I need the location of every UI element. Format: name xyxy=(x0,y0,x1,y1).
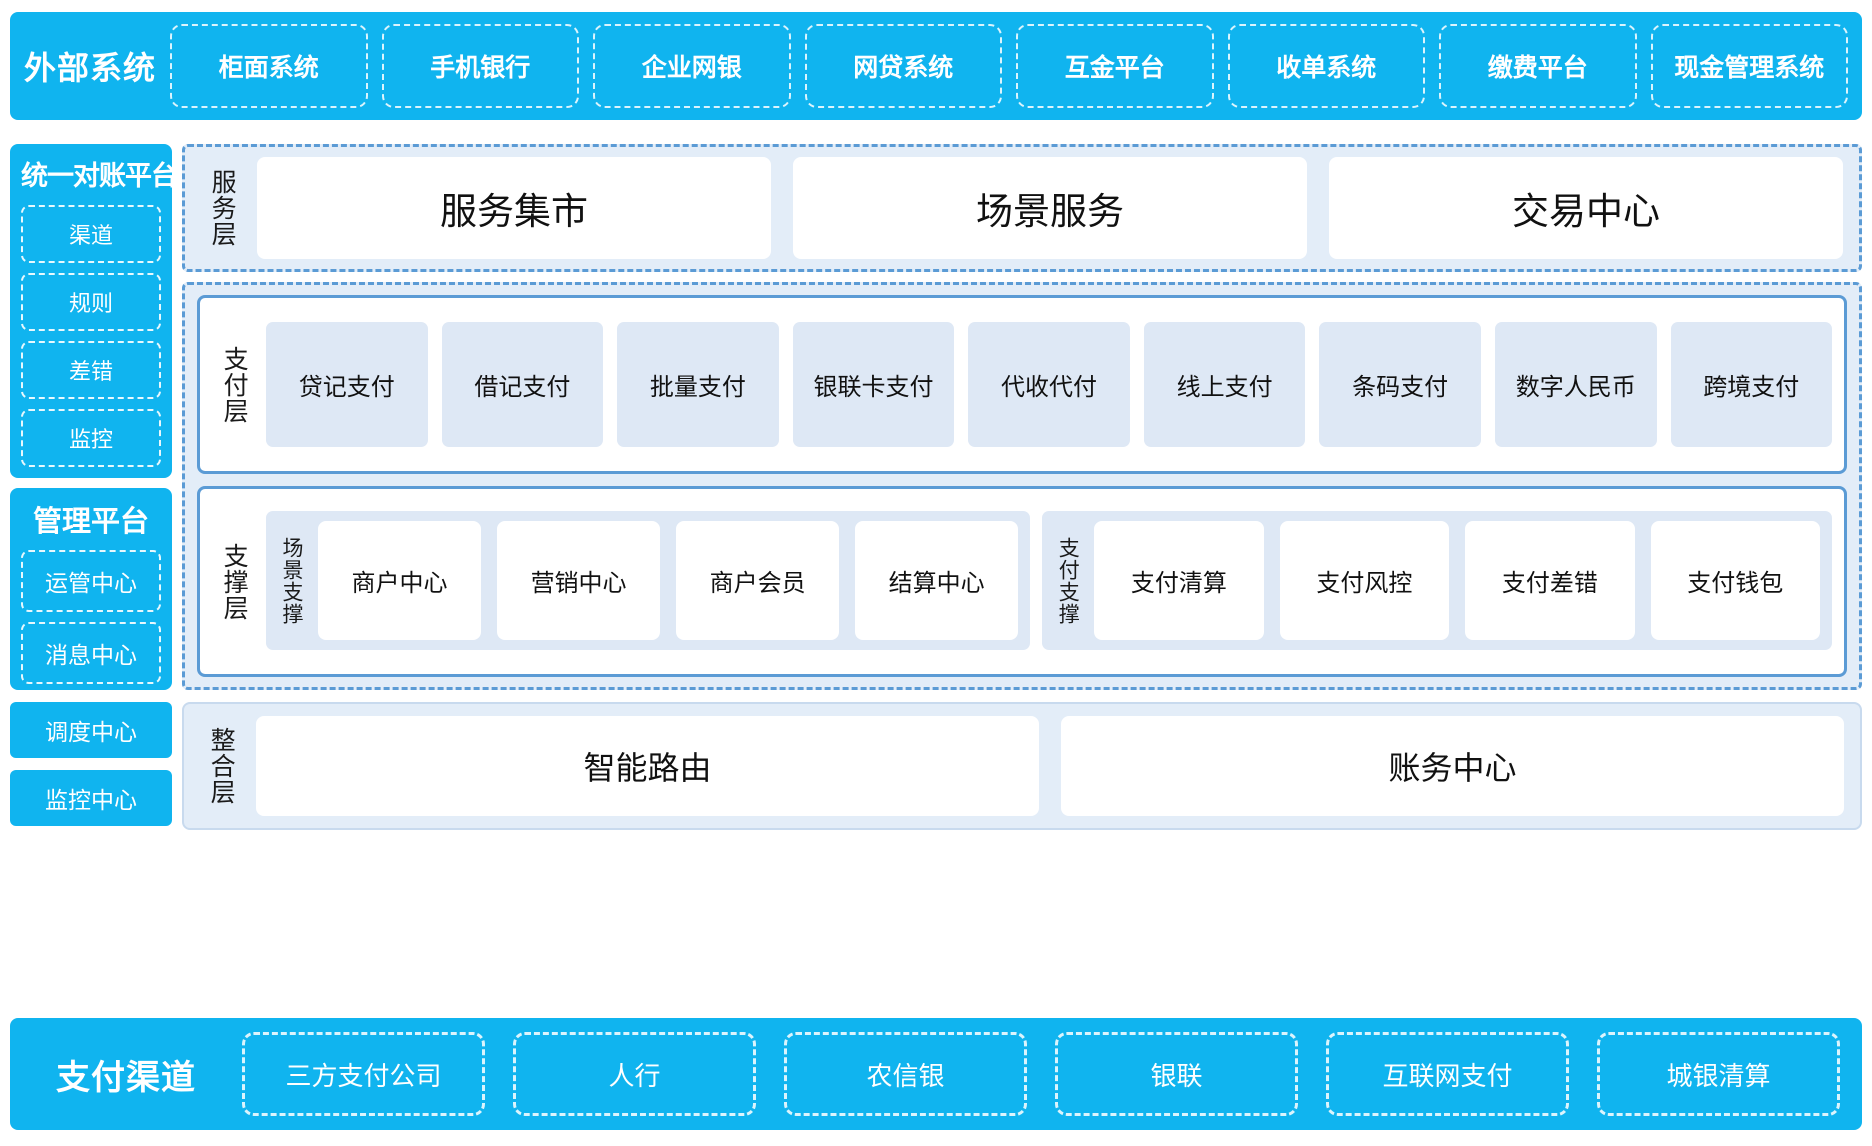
sidebar-item-error[interactable]: 差错 xyxy=(21,341,161,399)
integration-layer-section: 整合层 智能路由 账务中心 xyxy=(182,702,1862,830)
recon-platform-card: 统一对账平台 渠道 规则 差错 监控 xyxy=(10,144,178,478)
sidebar-item-ops-center[interactable]: 运管中心 xyxy=(21,550,161,612)
payment-channel-chip[interactable]: 三方支付公司 xyxy=(242,1032,485,1116)
payment-box-online[interactable]: 线上支付 xyxy=(1143,322,1306,448)
external-system-chip[interactable]: 网贷系统 xyxy=(804,24,1002,108)
sidebar-item-channel[interactable]: 渠道 xyxy=(21,205,161,263)
support-group-payment: 支付支撑 支付清算 支付风控 支付差错 支付钱包 xyxy=(1042,511,1832,650)
support-box-payment-risk[interactable]: 支付风控 xyxy=(1279,521,1450,640)
service-layer-label: 服务层 xyxy=(208,169,237,247)
sidebar-item-rule[interactable]: 规则 xyxy=(21,273,161,331)
payment-channel-chip[interactable]: 城银清算 xyxy=(1597,1032,1840,1116)
integration-layer-label: 整合层 xyxy=(207,727,236,805)
service-layer-section: 服务层 服务集市 场景服务 交易中心 xyxy=(182,144,1862,272)
mgmt-platform-card: 管理平台 运管中心 消息中心 xyxy=(10,488,172,690)
mgmt-platform-title: 管理平台 xyxy=(32,506,149,538)
external-systems-items: 柜面系统 手机银行 企业网银 网贷系统 互金平台 收单系统 缴费平台 现金管理系… xyxy=(170,12,1862,120)
support-layer-panel: 支撑层 场景支撑 商户中心 营销中心 商户会员 结算中心 支付支撑 支付清算 xyxy=(197,486,1847,677)
payment-channels-items: 三方支付公司 人行 农信银 银联 互联网支付 城银清算 xyxy=(242,1018,1862,1130)
external-system-chip[interactable]: 缴费平台 xyxy=(1439,24,1637,108)
service-layer-row: 服务层 服务集市 场景服务 交易中心 xyxy=(201,157,1843,259)
payment-layer-items: 贷记支付 借记支付 批量支付 银联卡支付 代收代付 线上支付 条码支付 数字人民… xyxy=(266,308,1833,461)
support-box-payment-wallet[interactable]: 支付钱包 xyxy=(1650,521,1821,640)
support-box-merchant-center[interactable]: 商户中心 xyxy=(318,521,482,640)
payment-channel-chip[interactable]: 农信银 xyxy=(784,1032,1027,1116)
payment-box-unionpay-card[interactable]: 银联卡支付 xyxy=(792,322,955,448)
support-group-scene: 场景支撑 商户中心 营销中心 商户会员 结算中心 xyxy=(266,511,1031,650)
service-layer-items: 服务集市 场景服务 交易中心 xyxy=(257,157,1843,259)
payment-channel-chip[interactable]: 银联 xyxy=(1055,1032,1298,1116)
support-layer-groups: 场景支撑 商户中心 营销中心 商户会员 结算中心 支付支撑 支付清算 支付风控 … xyxy=(266,499,1832,664)
external-system-chip[interactable]: 手机银行 xyxy=(381,24,579,108)
external-system-chip[interactable]: 柜面系统 xyxy=(170,24,368,108)
payment-box-barcode[interactable]: 条码支付 xyxy=(1319,322,1481,448)
service-box-scene[interactable]: 场景服务 xyxy=(793,157,1307,259)
external-systems-title: 外部系统 xyxy=(23,50,156,86)
payment-channel-chip[interactable]: 互联网支付 xyxy=(1326,1032,1569,1116)
external-system-chip[interactable]: 现金管理系统 xyxy=(1650,24,1848,108)
support-box-settlement-center[interactable]: 结算中心 xyxy=(855,521,1019,640)
support-box-payment-clearing[interactable]: 支付清算 xyxy=(1094,521,1264,640)
external-systems-band: 外部系统 柜面系统 手机银行 企业网银 网贷系统 互金平台 收单系统 缴费平台 … xyxy=(10,12,1862,120)
integration-box-accounting-center[interactable]: 账务中心 xyxy=(1061,716,1844,816)
payment-channels-band: 支付渠道 三方支付公司 人行 农信银 银联 互联网支付 城银清算 xyxy=(10,1018,1862,1130)
sidebar-item-scheduler-center[interactable]: 调度中心 xyxy=(10,702,172,758)
sidebar-item-message-center[interactable]: 消息中心 xyxy=(21,622,161,684)
service-box-transaction[interactable]: 交易中心 xyxy=(1329,157,1843,259)
support-box-merchant-member[interactable]: 商户会员 xyxy=(676,521,840,640)
payment-layer-panel: 支付层 贷记支付 借记支付 批量支付 银联卡支付 代收代付 线上支付 条码支付 … xyxy=(197,295,1847,475)
integration-layer-items: 智能路由 账务中心 xyxy=(256,716,1844,816)
sidebar-item-monitor-center[interactable]: 监控中心 xyxy=(10,770,172,826)
payment-box-cross-border[interactable]: 跨境支付 xyxy=(1670,322,1833,448)
payment-support-label: 支付支撑 xyxy=(1056,536,1080,625)
payment-box-debit[interactable]: 借记支付 xyxy=(441,322,604,448)
payment-layer-label: 支付层 xyxy=(220,345,249,424)
payment-box-collection-payment[interactable]: 代收代付 xyxy=(968,322,1130,448)
core-layers-section: 支付层 贷记支付 借记支付 批量支付 银联卡支付 代收代付 线上支付 条码支付 … xyxy=(182,282,1862,690)
support-box-payment-error[interactable]: 支付差错 xyxy=(1465,521,1635,640)
payment-box-batch[interactable]: 批量支付 xyxy=(617,322,779,448)
payment-channels-title: 支付渠道 xyxy=(56,1058,196,1097)
support-box-marketing-center[interactable]: 营销中心 xyxy=(497,521,661,640)
payment-box-credit[interactable]: 贷记支付 xyxy=(266,322,428,448)
scene-support-label: 场景支撑 xyxy=(280,536,304,625)
payment-box-digital-rmb[interactable]: 数字人民币 xyxy=(1494,322,1657,448)
external-system-chip[interactable]: 企业网银 xyxy=(593,24,791,108)
external-system-chip[interactable]: 互金平台 xyxy=(1016,24,1214,108)
payment-channel-chip[interactable]: 人行 xyxy=(513,1032,756,1116)
service-box-market[interactable]: 服务集市 xyxy=(257,157,771,259)
payment-support-items: 支付清算 支付风控 支付差错 支付钱包 xyxy=(1094,521,1821,640)
support-layer-label: 支撑层 xyxy=(220,542,249,621)
scene-support-items: 商户中心 营销中心 商户会员 结算中心 xyxy=(318,521,1019,640)
integration-box-smart-routing[interactable]: 智能路由 xyxy=(256,716,1039,816)
external-system-chip[interactable]: 收单系统 xyxy=(1227,24,1425,108)
sidebar-item-monitor[interactable]: 监控 xyxy=(21,409,161,467)
recon-platform-title: 统一对账平台 xyxy=(21,161,178,191)
